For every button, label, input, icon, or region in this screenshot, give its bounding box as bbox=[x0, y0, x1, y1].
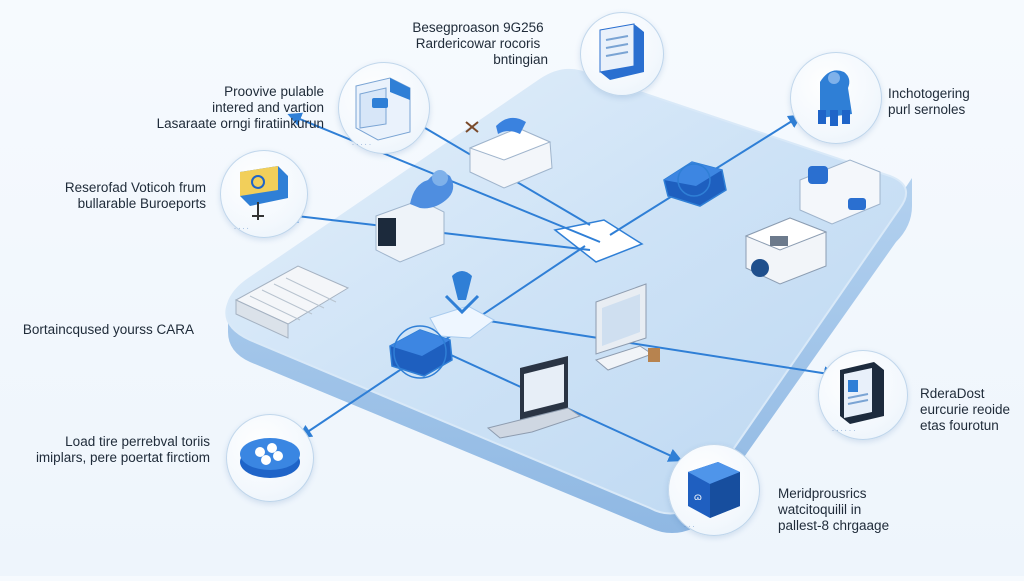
label-top-center: Besegproason 9G256 Rardericowar rocoris … bbox=[408, 20, 548, 68]
label-bottom-right-line2: watcitoquilil in bbox=[778, 502, 862, 517]
label-bottom-right-line1: Meridprousrics bbox=[778, 486, 867, 501]
bubble-cube: ɷ · · · bbox=[668, 444, 760, 536]
label-right-line3: etas fourotun bbox=[920, 418, 999, 433]
token-coins-icon bbox=[240, 438, 300, 478]
keyboard-device bbox=[234, 265, 350, 339]
appliance-device bbox=[744, 217, 828, 285]
platform-side bbox=[228, 178, 912, 533]
label-bottom-left-line1: Load tire perrebval toriis bbox=[65, 434, 210, 449]
caption-badge-left: · · · · bbox=[234, 226, 250, 232]
data-cube-icon: ɷ bbox=[688, 462, 740, 518]
bubble-hand bbox=[790, 52, 882, 144]
label-center-left: Bortaincqused yourss CARA bbox=[23, 322, 194, 338]
label-bottom-left: Load tire perrebval toriis imiplars, per… bbox=[36, 434, 210, 466]
label-top-right-line1: Inchotogering bbox=[888, 86, 970, 101]
label-bottom-right: Meridprousrics watcitoquilil in pallest-… bbox=[778, 486, 889, 534]
label-top-right: Inchotogering purl sernoles bbox=[888, 86, 970, 118]
device-cabinet-icon bbox=[355, 77, 411, 141]
robotic-hand-icon bbox=[818, 70, 852, 126]
label-mid-left-line2: bullarable Buroeports bbox=[77, 196, 206, 211]
bubble-server-top bbox=[580, 12, 664, 96]
hub-top-right bbox=[663, 161, 727, 207]
svg-text:ɷ: ɷ bbox=[694, 492, 702, 503]
label-top-center-line3: bntingian bbox=[493, 52, 548, 67]
bubble-coins bbox=[226, 414, 314, 502]
label-bottom-left-line2: imiplars, pere poertat firctiom bbox=[35, 450, 210, 465]
printer-device bbox=[465, 117, 553, 189]
label-top-left-line2: intered and vartion bbox=[212, 100, 324, 115]
label-top-center-line1: Besegproason 9G256 bbox=[412, 20, 544, 35]
label-mid-left-line1: Reserofad Voticoh frum bbox=[64, 180, 206, 195]
tablet-icon bbox=[840, 362, 884, 424]
label-top-right-line2: purl sernoles bbox=[888, 102, 966, 117]
robot-arm-device bbox=[375, 170, 454, 263]
toaster-device bbox=[799, 159, 881, 225]
label-bottom-right-line3: pallest-8 chrgaage bbox=[778, 518, 890, 533]
label-top-left-line1: Proovive pulable bbox=[224, 84, 324, 99]
laptop-device bbox=[486, 356, 582, 439]
label-right: RderaDost eurcurie reoide etas fourotun bbox=[920, 386, 1010, 434]
monitor-device bbox=[594, 283, 660, 371]
hub-left bbox=[389, 325, 453, 379]
label-mid-left: Reserofad Voticoh frum bullarable Buroep… bbox=[65, 180, 206, 212]
id-badge-icon bbox=[240, 166, 288, 220]
bubble-device-left-top: · · · · · bbox=[338, 62, 430, 154]
label-right-line1: RderaDost bbox=[920, 386, 985, 401]
caption-device-left-top: · · · · · bbox=[352, 142, 372, 148]
server-rack-icon bbox=[599, 23, 644, 80]
label-right-line2: eurcurie reoide bbox=[920, 402, 1011, 417]
label-center-left-line1: Bortaincqused yourss CARA bbox=[22, 322, 194, 337]
caption-tablet: · · · · · · bbox=[832, 428, 856, 434]
bubble-badge-left: · · · · bbox=[220, 150, 308, 238]
label-top-left: Proovive pulable intered and vartion Las… bbox=[157, 84, 324, 132]
label-top-left-line3: Lasaraate orngi firatiinkurun bbox=[156, 116, 324, 131]
arrow-center-bottom-right bbox=[469, 317, 838, 381]
caption-cube: · · · bbox=[684, 524, 695, 530]
bubble-tablet: · · · · · · bbox=[818, 350, 908, 440]
label-top-center-line2: Rardericowar rocoris bbox=[415, 36, 541, 51]
